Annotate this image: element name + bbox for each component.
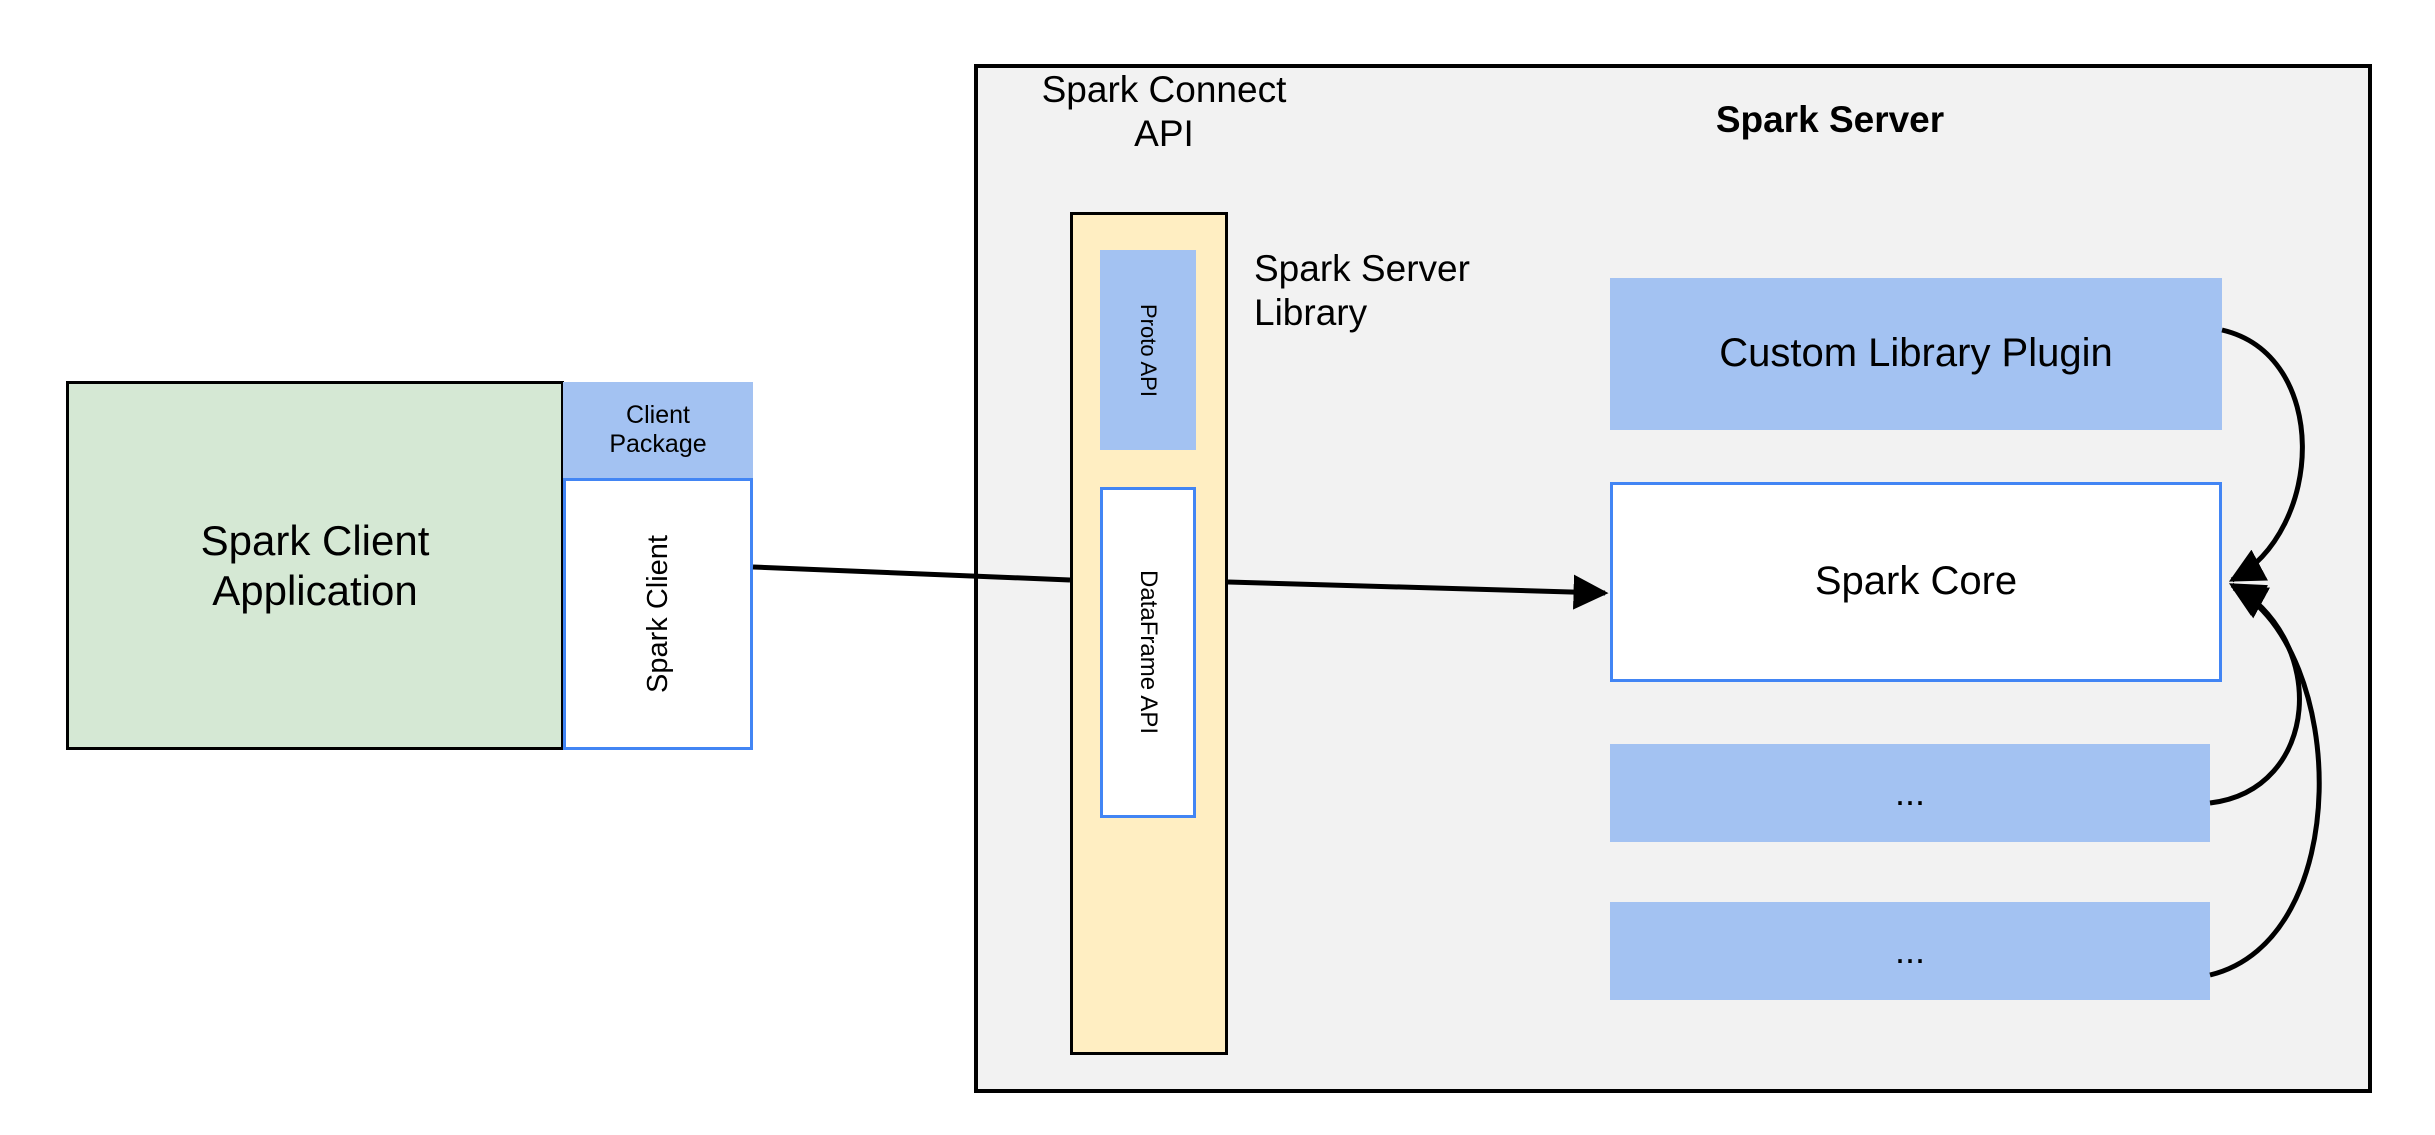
spark-client-box: Spark Client [563,478,753,750]
spark-server-library-label: Spark Server Library [1254,248,1470,334]
dataframe-api-box: DataFrame API [1100,487,1196,818]
spark-core-box: Spark Core [1610,482,2222,682]
proto-api-label: Proto API [1135,303,1161,397]
proto-api-box: Proto API [1100,250,1196,450]
spark-client-label: Spark Client [641,535,674,693]
spark-server-title: Spark Server [1715,99,1945,140]
dataframe-api-label: DataFrame API [1135,570,1163,735]
custom-library-plugin-label: Custom Library Plugin [1719,331,2113,376]
client-package-label: Client Package [609,400,707,459]
spark-core-label: Spark Core [1814,559,2018,604]
ellipsis-label-1: ... [1894,771,1925,813]
ellipsis-label-2: ... [1894,929,1925,971]
ellipsis-box-2: ... [1610,902,2210,1000]
spark-connect-api-label: Spark Connect API [1041,69,1287,155]
custom-library-plugin-box: Custom Library Plugin [1610,278,2222,430]
spark-client-application-box: Spark Client Application [66,381,564,750]
ellipsis-box-1: ... [1610,744,2210,842]
client-package-box: Client Package [563,382,753,478]
spark-client-application-label: Spark Client Application [200,516,430,614]
